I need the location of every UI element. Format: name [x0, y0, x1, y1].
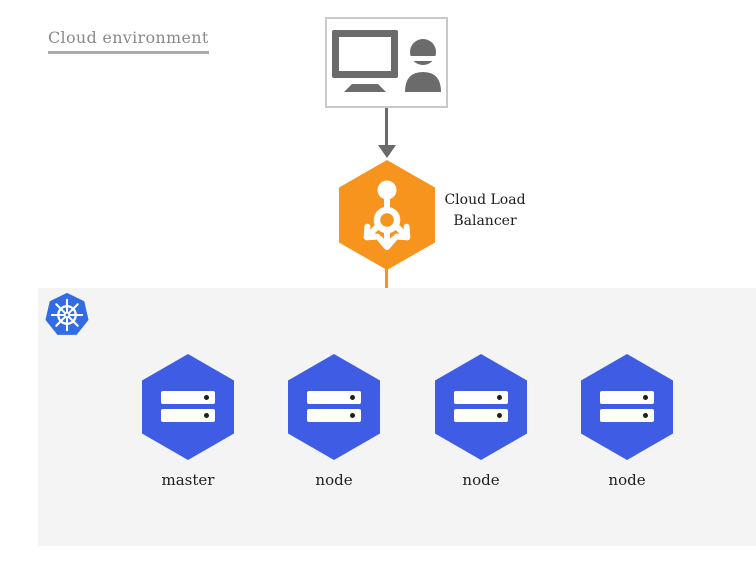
server-led-dot — [643, 395, 648, 400]
kubernetes-icon — [45, 292, 89, 335]
server-icon — [161, 391, 215, 422]
lb-connector-stem — [385, 268, 388, 305]
server-icon — [454, 391, 508, 422]
worker-node: node — [581, 354, 673, 489]
server-bar — [454, 409, 508, 422]
client-to-lb-arrow-line — [385, 108, 388, 146]
server-led-dot — [204, 413, 209, 418]
server-bar — [161, 391, 215, 404]
server-bar — [307, 409, 361, 422]
user-icon — [404, 38, 441, 92]
server-led-dot — [350, 413, 355, 418]
worker-node-hexagon — [581, 354, 673, 460]
server-led-dot — [497, 395, 502, 400]
server-bar — [307, 391, 361, 404]
client-box — [325, 17, 448, 108]
worker-node-label: node — [608, 471, 646, 489]
server-bar — [161, 409, 215, 422]
worker-node-hexagon — [288, 354, 380, 460]
server-led-dot — [497, 413, 502, 418]
server-bar — [600, 391, 654, 404]
load-balancer-icon — [363, 180, 411, 250]
server-bar — [454, 391, 508, 404]
server-icon — [307, 391, 361, 422]
client-to-lb-arrow-head — [378, 145, 396, 158]
load-balancer-label-line1: Cloud Load — [444, 192, 526, 208]
server-led-dot — [350, 395, 355, 400]
load-balancer-hexagon — [339, 160, 435, 270]
server-led-dot — [643, 413, 648, 418]
master-node-label: master — [161, 471, 215, 489]
monitor-user-icon — [331, 29, 441, 92]
server-bar — [600, 409, 654, 422]
worker-node-hexagon — [435, 354, 527, 460]
master-node: master — [142, 354, 234, 489]
load-balancer-label-line2: Balancer — [453, 213, 517, 229]
worker-node: node — [435, 354, 527, 489]
monitor-icon — [331, 29, 398, 92]
cloud-environment-title: Cloud environment — [48, 28, 209, 54]
master-node-hexagon — [142, 354, 234, 460]
load-balancer-label: Cloud Load Balancer — [425, 190, 545, 232]
worker-node-label: node — [315, 471, 353, 489]
worker-node: node — [288, 354, 380, 489]
worker-node-label: node — [462, 471, 500, 489]
server-icon — [600, 391, 654, 422]
server-led-dot — [204, 395, 209, 400]
